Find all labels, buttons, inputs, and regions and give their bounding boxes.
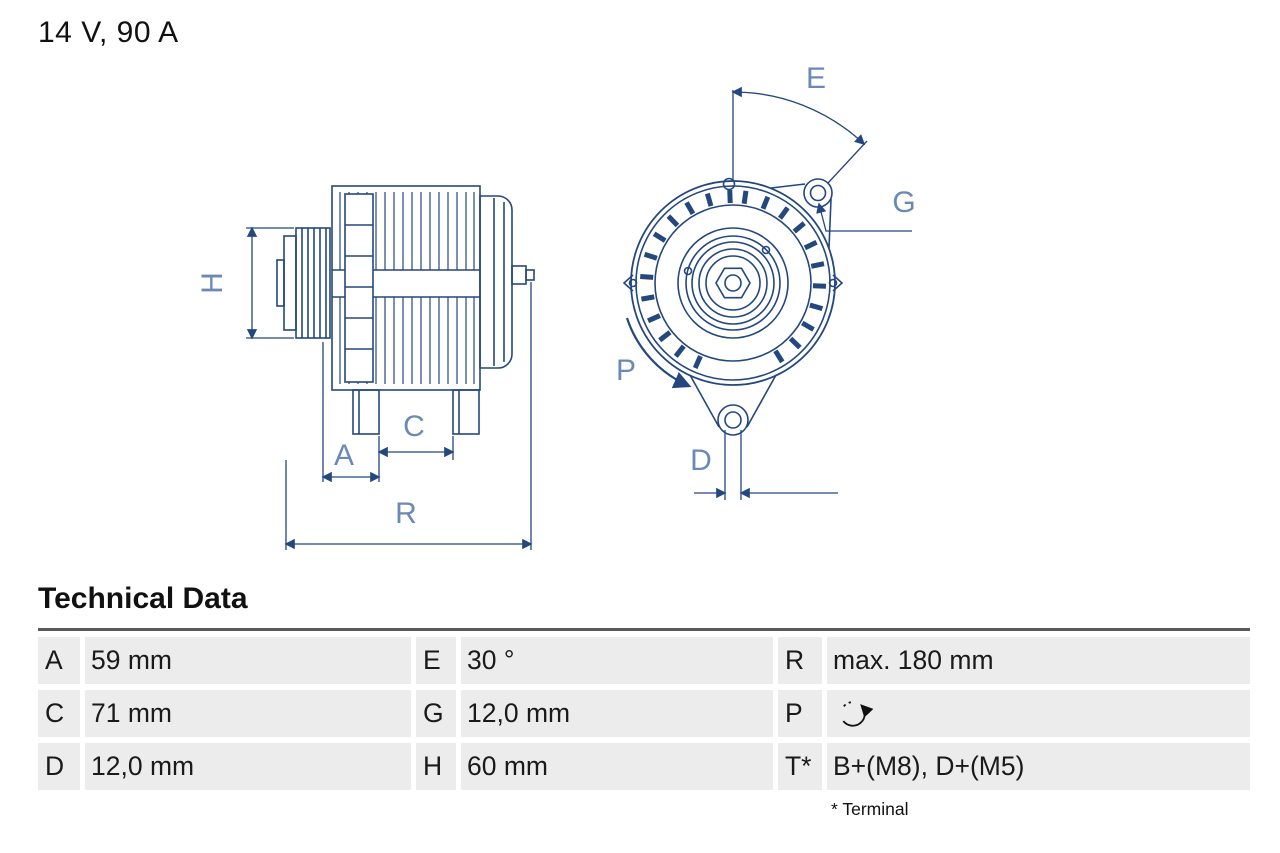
dimension-h — [246, 226, 294, 340]
side-lugs — [622, 274, 844, 292]
mounting-ear — [770, 178, 833, 249]
dimension-g — [816, 202, 912, 232]
side-view — [276, 185, 535, 435]
front-view — [622, 177, 844, 436]
spec-value-g: 12,0 mm — [461, 690, 773, 737]
alternator-technical-drawing: H A C R E G P D — [196, 62, 916, 550]
technical-data-table: A 59 mm E 30 ° R max. 180 mm C 71 mm G 1… — [38, 628, 1250, 790]
rotation-arrow — [625, 317, 692, 389]
mounting-feet — [352, 389, 480, 435]
spec-key-d: D — [38, 743, 80, 790]
dim-label-g: G — [892, 186, 915, 219]
alternator-body — [331, 185, 481, 391]
spec-value-r: max. 180 mm — [827, 637, 1250, 684]
top-lug — [722, 177, 736, 191]
dim-label-r: R — [395, 497, 417, 530]
vent-slots — [640, 189, 827, 369]
rear-cover — [479, 195, 535, 369]
spec-key-g: G — [416, 690, 456, 737]
dimension-d — [694, 430, 838, 500]
spec-value-c: 71 mm — [85, 690, 411, 737]
hub-rings — [677, 227, 789, 339]
spec-key-r: R — [778, 637, 822, 684]
spec-value-p — [827, 690, 1250, 737]
dimension-a — [321, 342, 381, 483]
dimension-e — [731, 86, 868, 184]
spec-value-a: 59 mm — [85, 637, 411, 684]
spec-value-t: B+(M8), D+(M5) — [827, 743, 1250, 790]
bottom-mounting-lug — [689, 374, 777, 436]
dim-label-p: P — [616, 354, 636, 387]
terminal-stud — [511, 265, 527, 285]
terminal-footnote: * Terminal — [831, 799, 909, 819]
rotation-direction-icon — [842, 700, 873, 727]
spec-key-t: T* — [778, 743, 822, 790]
pulley — [276, 227, 331, 339]
dim-label-d: D — [690, 444, 712, 477]
dim-label-a: A — [334, 439, 354, 472]
dim-label-c: C — [403, 410, 425, 443]
spec-key-a: A — [38, 637, 80, 684]
front-housing — [630, 180, 836, 386]
spec-value-h: 60 mm — [461, 743, 773, 790]
technical-data-title: Technical Data — [38, 582, 248, 615]
spec-value-e: 30 ° — [461, 637, 773, 684]
dimension-lines — [246, 86, 912, 550]
dimension-c — [377, 436, 455, 460]
dimension-r — [284, 282, 533, 550]
rating-title: 14 V, 90 A — [38, 16, 179, 49]
shaft-nut — [715, 267, 751, 299]
spec-key-e: E — [416, 637, 456, 684]
spec-key-p: P — [778, 690, 822, 737]
dim-label-h: H — [196, 272, 229, 294]
dim-label-e: E — [806, 62, 826, 95]
spec-key-h: H — [416, 743, 456, 790]
spec-key-c: C — [38, 690, 80, 737]
spec-value-d: 12,0 mm — [85, 743, 411, 790]
